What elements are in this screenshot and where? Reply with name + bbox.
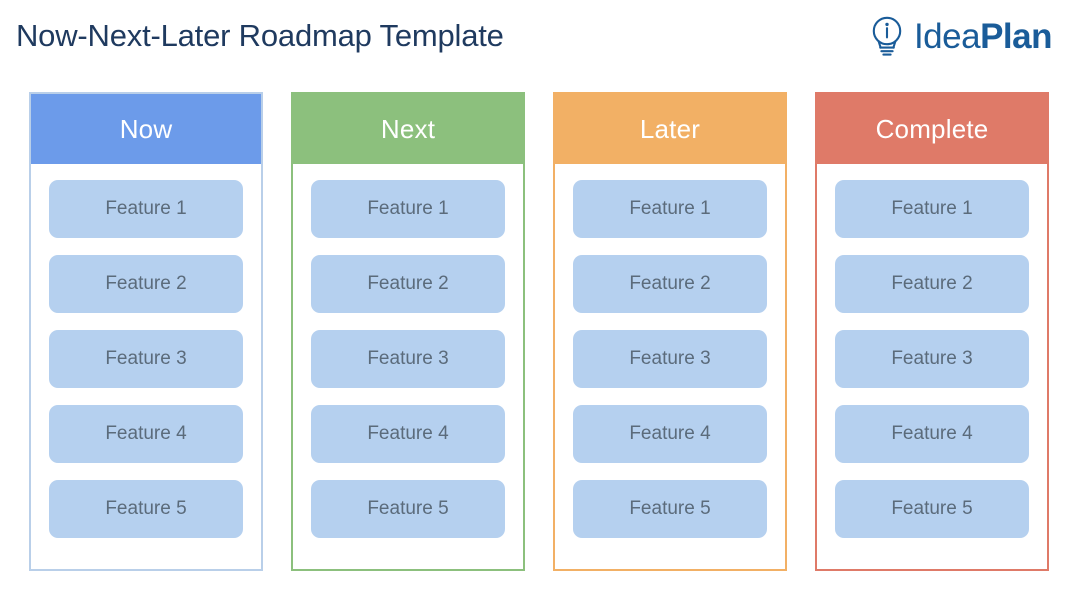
feature-card-label: Feature 4 [105, 423, 187, 444]
brand-wordmark: IdeaPlan [913, 16, 1053, 56]
feature-card-label: Feature 3 [367, 348, 449, 369]
column-header-later: Later [555, 94, 785, 164]
feature-card-label: Feature 2 [105, 273, 187, 294]
feature-card-label: Feature 1 [891, 198, 973, 219]
feature-card-label: Feature 2 [891, 273, 973, 294]
feature-card[interactable]: Feature 4 [835, 405, 1029, 463]
feature-card[interactable]: Feature 2 [835, 255, 1029, 313]
feature-card[interactable]: Feature 5 [49, 480, 243, 538]
feature-card[interactable]: Feature 4 [573, 405, 767, 463]
feature-card[interactable]: Feature 3 [835, 330, 1029, 388]
feature-card-label: Feature 4 [629, 423, 711, 444]
feature-card-label: Feature 2 [367, 273, 449, 294]
column-body-next: Feature 1 Feature 2 Feature 3 Feature 4 … [293, 164, 523, 569]
feature-card[interactable]: Feature 3 [573, 330, 767, 388]
roadmap-column-now[interactable]: Now Feature 1 Feature 2 Feature 3 Featur… [29, 92, 263, 571]
feature-card[interactable]: Feature 2 [311, 255, 505, 313]
roadmap-board: Now Feature 1 Feature 2 Feature 3 Featur… [29, 92, 1052, 571]
feature-card[interactable]: Feature 1 [49, 180, 243, 238]
column-header-now: Now [31, 94, 261, 164]
roadmap-column-next[interactable]: Next Feature 1 Feature 2 Feature 3 Featu… [291, 92, 525, 571]
feature-card[interactable]: Feature 3 [311, 330, 505, 388]
brand-logo: IdeaPlan [867, 14, 1052, 58]
feature-card[interactable]: Feature 4 [311, 405, 505, 463]
feature-card-label: Feature 3 [105, 348, 187, 369]
feature-card-label: Feature 1 [629, 198, 711, 219]
feature-card[interactable]: Feature 3 [49, 330, 243, 388]
feature-card[interactable]: Feature 2 [573, 255, 767, 313]
feature-card[interactable]: Feature 1 [835, 180, 1029, 238]
column-header-complete: Complete [817, 94, 1047, 164]
feature-card[interactable]: Feature 5 [573, 480, 767, 538]
column-title-complete: Complete [875, 113, 989, 144]
feature-card-label: Feature 4 [367, 423, 449, 444]
feature-card[interactable]: Feature 2 [49, 255, 243, 313]
feature-card[interactable]: Feature 5 [311, 480, 505, 538]
column-body-complete: Feature 1 Feature 2 Feature 3 Feature 4 … [817, 164, 1047, 569]
feature-card-label: Feature 2 [629, 273, 711, 294]
roadmap-column-later[interactable]: Later Feature 1 Feature 2 Feature 3 Feat… [553, 92, 787, 571]
feature-card[interactable]: Feature 1 [311, 180, 505, 238]
brand-wordmark-idea: Idea [913, 16, 981, 56]
feature-card-label: Feature 5 [891, 498, 973, 519]
column-title-later: Later [639, 113, 701, 144]
column-header-next: Next [293, 94, 523, 164]
page-title: Now-Next-Later Roadmap Template [16, 18, 504, 53]
roadmap-column-complete[interactable]: Complete Feature 1 Feature 2 Feature 3 F… [815, 92, 1049, 571]
column-body-later: Feature 1 Feature 2 Feature 3 Feature 4 … [555, 164, 785, 569]
feature-card[interactable]: Feature 5 [835, 480, 1029, 538]
feature-card-label: Feature 5 [367, 498, 449, 519]
feature-card-label: Feature 1 [367, 198, 449, 219]
feature-card-label: Feature 5 [629, 498, 711, 519]
feature-card-label: Feature 1 [105, 198, 187, 219]
column-title-now: Now [119, 113, 173, 144]
feature-card-label: Feature 3 [629, 348, 711, 369]
lightbulb-idea-icon [867, 14, 907, 58]
feature-card[interactable]: Feature 4 [49, 405, 243, 463]
column-title-next: Next [380, 113, 436, 144]
feature-card[interactable]: Feature 1 [573, 180, 767, 238]
column-body-now: Feature 1 Feature 2 Feature 3 Feature 4 … [31, 164, 261, 569]
feature-card-label: Feature 5 [105, 498, 187, 519]
brand-wordmark-plan: Plan [980, 16, 1052, 56]
feature-card-label: Feature 4 [891, 423, 973, 444]
page-header: Now-Next-Later Roadmap Template IdeaPlan [0, 0, 1080, 80]
feature-card-label: Feature 3 [891, 348, 973, 369]
